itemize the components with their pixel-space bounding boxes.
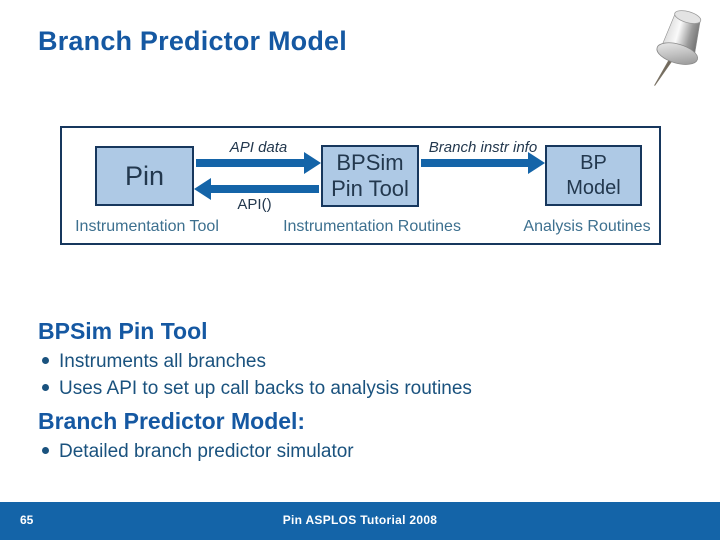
arrow-shaft <box>421 159 530 167</box>
arrow-shaft <box>196 159 306 167</box>
bullet-dot-icon <box>42 384 49 391</box>
diagram-box-pin-label: Pin <box>124 160 165 191</box>
section-heading-bpsim-pin-tool: BPSim Pin Tool <box>38 318 208 344</box>
page-number: 65 <box>20 513 34 527</box>
bullet-text: Uses API to set up call backs to analysi… <box>59 378 472 399</box>
diagram-box-bp-model: BP Model <box>545 145 642 206</box>
bullet-item: Detailed branch predictor simulator <box>42 441 354 463</box>
diagram-box-bpsim-line2: Pin Tool <box>331 176 409 201</box>
slide-title: Branch Predictor Model <box>38 26 347 56</box>
arrow-api-data-right <box>196 152 321 174</box>
footer-bar: 65 Pin ASPLOS Tutorial 2008 <box>0 502 720 540</box>
arrow-head-icon <box>528 152 545 174</box>
diagram-box-bp-line1: BP <box>580 151 607 174</box>
arrow-label-branch-instr-info: Branch instr info <box>428 139 538 156</box>
footer-label: Pin ASPLOS Tutorial 2008 <box>282 513 438 527</box>
arrow-label-api-call: API() <box>237 196 272 213</box>
arrow-api-call-left <box>194 178 319 200</box>
arrow-head-icon <box>304 152 321 174</box>
pushpin-icon <box>648 2 712 94</box>
arrow-head-icon <box>194 178 211 200</box>
bullet-item: Instruments all branches <box>42 351 266 373</box>
bullet-text: Detailed branch predictor simulator <box>59 441 354 462</box>
bullet-dot-icon <box>42 447 49 454</box>
bullet-dot-icon <box>42 357 49 364</box>
diagram-box-bpsim-pin-tool: BPSim Pin Tool <box>321 145 419 207</box>
diagram-box-bp-line2: Model <box>566 176 621 199</box>
diagram-box-bpsim-line1: BPSim <box>336 150 404 175</box>
row-label-instrumentation-tool: Instrumentation Tool <box>75 218 219 235</box>
arrow-label-api-data: API data <box>229 139 288 156</box>
bullet-item: Uses API to set up call backs to analysi… <box>42 378 472 400</box>
pin-architecture-diagram: Pin BPSim Pin Tool BP Model API data API… <box>60 126 661 245</box>
row-label-analysis-routines: Analysis Routines <box>523 218 651 235</box>
row-label-instrumentation-routines: Instrumentation Routines <box>283 218 461 235</box>
section-heading-branch-predictor-model: Branch Predictor Model: <box>38 408 306 434</box>
diagram-box-pin: Pin <box>95 146 194 206</box>
arrow-branch-instr-right <box>421 152 545 174</box>
bullet-text: Instruments all branches <box>59 351 266 372</box>
arrow-shaft <box>209 185 319 193</box>
